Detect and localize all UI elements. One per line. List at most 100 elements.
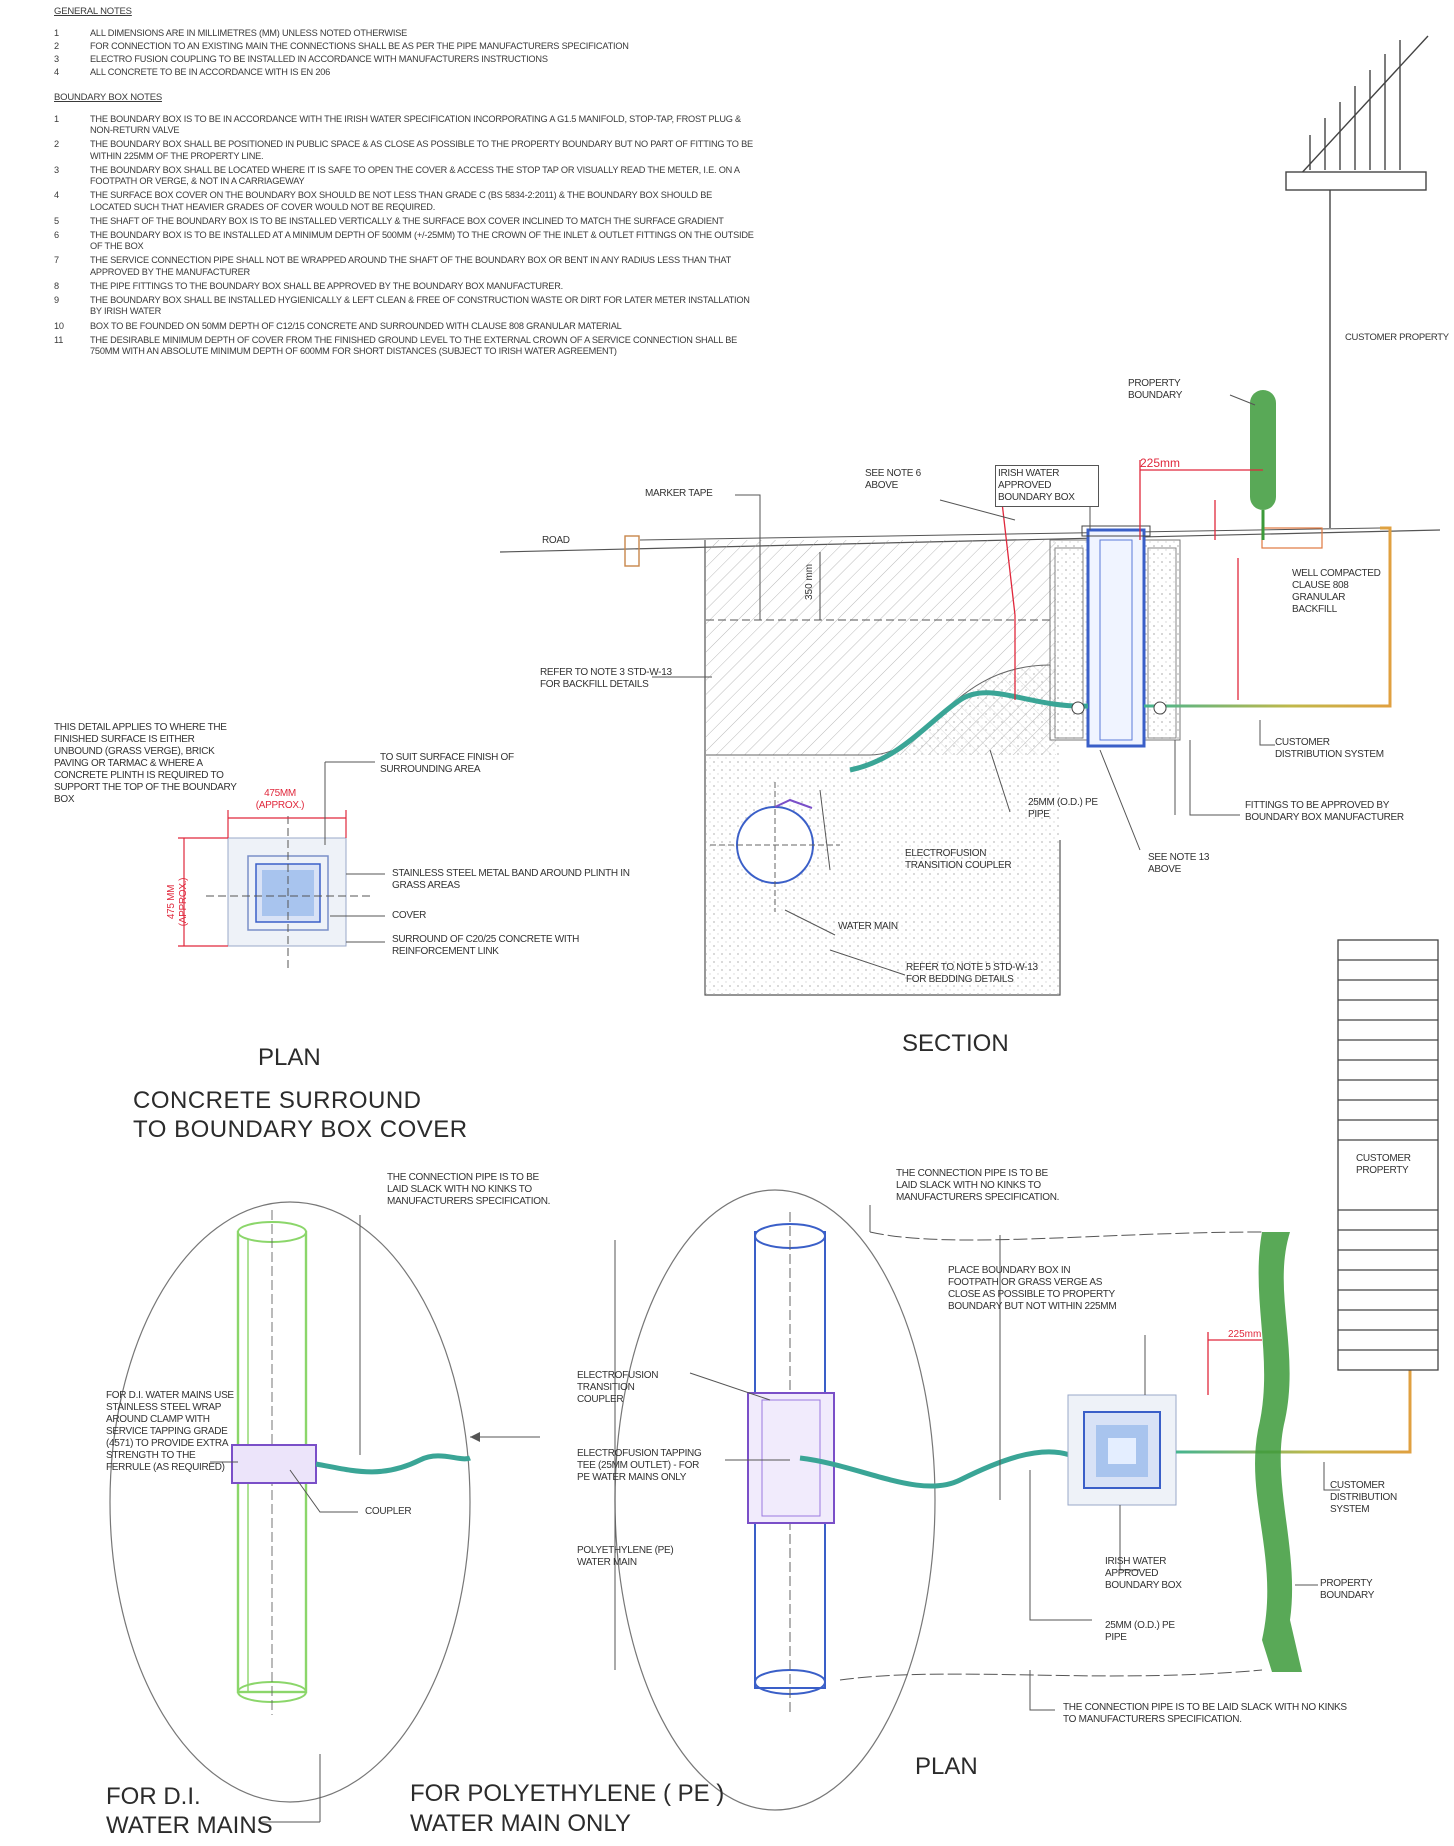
general-note-number: 4 [54, 67, 59, 78]
boundary-note-number: 3 [54, 164, 59, 175]
general-note-item: 2 FOR CONNECTION TO AN EXISTING MAIN THE … [54, 41, 754, 52]
label-steel-band: STAINLESS STEEL METAL BAND AROUND PLINTH… [392, 868, 630, 891]
label-refer-note-5: REFER TO NOTE 5 STD-W-13 FOR BEDDING DET… [906, 962, 1038, 985]
boundary-note-text: THE BOUNDARY BOX SHALL BE LOCATED WHERE … [90, 164, 740, 187]
boundary-note-number: 1 [54, 114, 59, 125]
label-cover: COVER [392, 910, 427, 921]
boundary-notes-heading: BOUNDARY BOX NOTES [54, 92, 162, 104]
boundary-note-text: THE SURFACE BOX COVER ON THE BOUNDARY BO… [90, 190, 713, 212]
boundary-notes-list: 1 THE BOUNDARY BOX IS TO BE IN ACCORDANCE… [54, 114, 754, 357]
label-cust-dist-plan: CUSTOMER DISTRIBUTION SYSTEM [1330, 1480, 1397, 1515]
di-title-1: FOR D.I. [106, 1783, 201, 1810]
general-note-text: ALL CONCRETE TO BE IN ACCORDANCE WITH IS… [90, 67, 331, 78]
pe-title-1: FOR POLYETHYLENE ( PE ) [410, 1780, 725, 1807]
boundary-note-item: 7 THE SERVICE CONNECTION PIPE SHALL NOT B… [54, 255, 754, 277]
boundary-note-text: THE DESIRABLE MINIMUM DEPTH OF COVER FRO… [90, 334, 738, 356]
boundary-note-number: 7 [54, 255, 59, 266]
general-note-item: 1 ALL DIMENSIONS ARE IN MILLIMETRES (mm) … [54, 28, 754, 39]
label-concrete-surround: SURROUND OF C20/25 CONCRETE WITH REINFOR… [392, 934, 580, 957]
label-di-note: FOR D.I. WATER MAINS USE STAINLESS STEEL… [106, 1390, 234, 1473]
general-note-text: FOR CONNECTION TO AN EXISTING MAIN THE C… [90, 40, 629, 51]
boundary-note-item: 11 THE DESIRABLE MINIMUM DEPTH OF COVER F… [54, 335, 754, 357]
label-property-boundary: PROPERTY BOUNDARY [1128, 378, 1183, 401]
label-dim-width: 475mm (APPROX.) [255, 788, 305, 811]
label-conn-pipe-pe: THE CONNECTION PIPE IS TO BE LAID SLACK … [896, 1168, 1060, 1203]
general-note-number: 1 [54, 27, 59, 38]
pe-title-2: WATER MAIN ONLY [410, 1810, 631, 1837]
general-note-text: ALL DIMENSIONS ARE IN MILLIMETRES (mm) U… [90, 27, 408, 38]
label-boundary-box-plan: IRISH WATER APPROVED BOUNDARY BOX [1105, 1556, 1182, 1591]
lower-plan-title: PLAN [915, 1753, 978, 1780]
boundary-note-item: 9 THE BOUNDARY BOX SHALL BE INSTALLED HYG… [54, 295, 754, 317]
label-pe-pipe-section: 25mm (O.D.) PE PIPE [1028, 797, 1098, 820]
label-conn-pipe-bottom: THE CONNECTION PIPE IS TO BE LAID SLACK … [1063, 1702, 1347, 1725]
boundary-note-number: 11 [54, 334, 64, 345]
label-customer-distribution: CUSTOMER DISTRIBUTION SYSTEM [1275, 737, 1384, 760]
label-marker-tape: MARKER TAPE [645, 488, 713, 499]
boundary-note-number: 8 [54, 280, 59, 291]
label-ef-coupler-plan: ELECTROFUSION TRANSITION COUPLER [577, 1370, 659, 1405]
boundary-note-number: 2 [54, 139, 59, 150]
boundary-note-text: THE BOUNDARY BOX SHALL BE INSTALLED HYGI… [90, 295, 750, 317]
general-notes-list: 1 ALL DIMENSIONS ARE IN MILLIMETRES (mm) … [54, 28, 754, 79]
dim-225-plan: 225mm [1228, 1329, 1261, 1340]
general-notes-heading: GENERAL NOTES [54, 6, 132, 17]
label-plan-note: THIS DETAIL APPLIES TO WHERE THE FINISHE… [54, 722, 237, 805]
label-prop-boundary-plan: PROPERTY BOUNDARY [1320, 1578, 1375, 1601]
label-water-main: WATER MAIN [838, 921, 898, 932]
general-note-number: 2 [54, 40, 59, 51]
boundary-note-number: 5 [54, 215, 59, 226]
label-dim-height: 475 mm (APPROX.) [166, 877, 189, 927]
label-fittings: FITTINGS TO BE APPROVED BY BOUNDARY BOX … [1245, 800, 1404, 823]
di-title-2: WATER MAINS [106, 1812, 273, 1839]
label-see-note-13: SEE NOTE 13 ABOVE [1148, 852, 1210, 875]
label-coupler: COUPLER [365, 1506, 412, 1517]
label-surface-finish: TO SUIT SURFACE FINISH OF SURROUNDING AR… [380, 752, 514, 775]
boundary-note-text: THE BOUNDARY BOX IS TO BE IN ACCORDANCE … [90, 114, 741, 136]
label-boundary-box-section: IRISH WATER APPROVED BOUNDARY BOX [995, 465, 1099, 507]
boundary-note-item: 8 THE PIPE FITTINGS TO THE BOUNDARY BOX S… [54, 281, 754, 292]
boundary-note-text: THE SHAFT OF THE BOUNDARY BOX IS TO BE I… [90, 215, 724, 226]
general-note-number: 3 [54, 54, 59, 65]
boundary-note-text: THE PIPE FITTINGS TO THE BOUNDARY BOX SH… [90, 280, 564, 291]
boundary-note-item: 2 THE BOUNDARY BOX SHALL BE POSITIONED IN… [54, 139, 754, 161]
label-customer-property-top: CUSTOMER PROPERTY [1345, 332, 1449, 343]
plan-concrete-surround [178, 761, 385, 972]
dim-225-section: 225mm [1140, 456, 1180, 470]
boundary-note-text: THE BOUNDARY BOX SHALL BE POSITIONED IN … [90, 139, 753, 161]
label-conn-pipe-di: THE CONNECTION PIPE IS TO BE LAID SLACK … [387, 1172, 551, 1207]
concrete-surround-title-2: TO BOUNDARY BOX COVER [133, 1116, 468, 1143]
section-view: 225mm 350 mm [499, 35, 1441, 996]
pe-main-detail: 225mm [614, 939, 1439, 1811]
boundary-note-item: 1 THE BOUNDARY BOX IS TO BE IN ACCORDANCE… [54, 114, 754, 136]
label-pe-pipe-plan: 25mm (O.D.) PE PIPE [1105, 1620, 1175, 1643]
label-refer-note-3: REFER TO NOTE 3 STD-W-13 FOR BACKFILL DE… [540, 667, 672, 690]
boundary-note-item: 5 THE SHAFT OF THE BOUNDARY BOX IS TO BE … [54, 216, 754, 227]
plan-title: PLAN [258, 1044, 321, 1071]
house-roof-top [1285, 35, 1429, 528]
boundary-note-text: THE BOUNDARY BOX IS TO BE INSTALLED AT A… [90, 230, 754, 252]
section-title: SECTION [902, 1030, 1009, 1057]
label-ef-coupler-section: ELECTROFUSION TRANSITION COUPLER [905, 848, 1012, 871]
label-see-note-6: SEE NOTE 6 ABOVE [865, 468, 921, 491]
label-ef-tee: ELECTROFUSION TAPPING TEE (25mm OUTLET) … [577, 1448, 702, 1483]
label-road: ROAD [542, 535, 570, 546]
label-pe-main: POLYETHYLENE (PE) WATER MAIN [577, 1545, 674, 1568]
dim-350: 350 mm [804, 564, 815, 600]
concrete-surround-title-1: CONCRETE SURROUND [133, 1087, 422, 1114]
boundary-note-text: THE SERVICE CONNECTION PIPE SHALL NOT BE… [90, 255, 731, 277]
notes-block: GENERAL NOTES 1 ALL DIMENSIONS ARE IN MIL… [54, 6, 754, 360]
boundary-note-item: 4 THE SURFACE BOX COVER ON THE BOUNDARY B… [54, 190, 754, 212]
boundary-note-number: 4 [54, 190, 59, 201]
general-note-item: 4 ALL CONCRETE TO BE IN ACCORDANCE WITH I… [54, 67, 754, 78]
di-main-detail [109, 1201, 540, 1823]
label-backfill: WELL COMPACTED CLAUSE 808 GRANULAR BACKF… [1292, 568, 1381, 615]
boundary-note-number: 9 [54, 295, 59, 306]
boundary-note-item: 3 THE BOUNDARY BOX SHALL BE LOCATED WHERE… [54, 165, 754, 187]
label-place-box: PLACE BOUNDARY BOX IN FOOTPATH OR GRASS … [948, 1265, 1117, 1312]
